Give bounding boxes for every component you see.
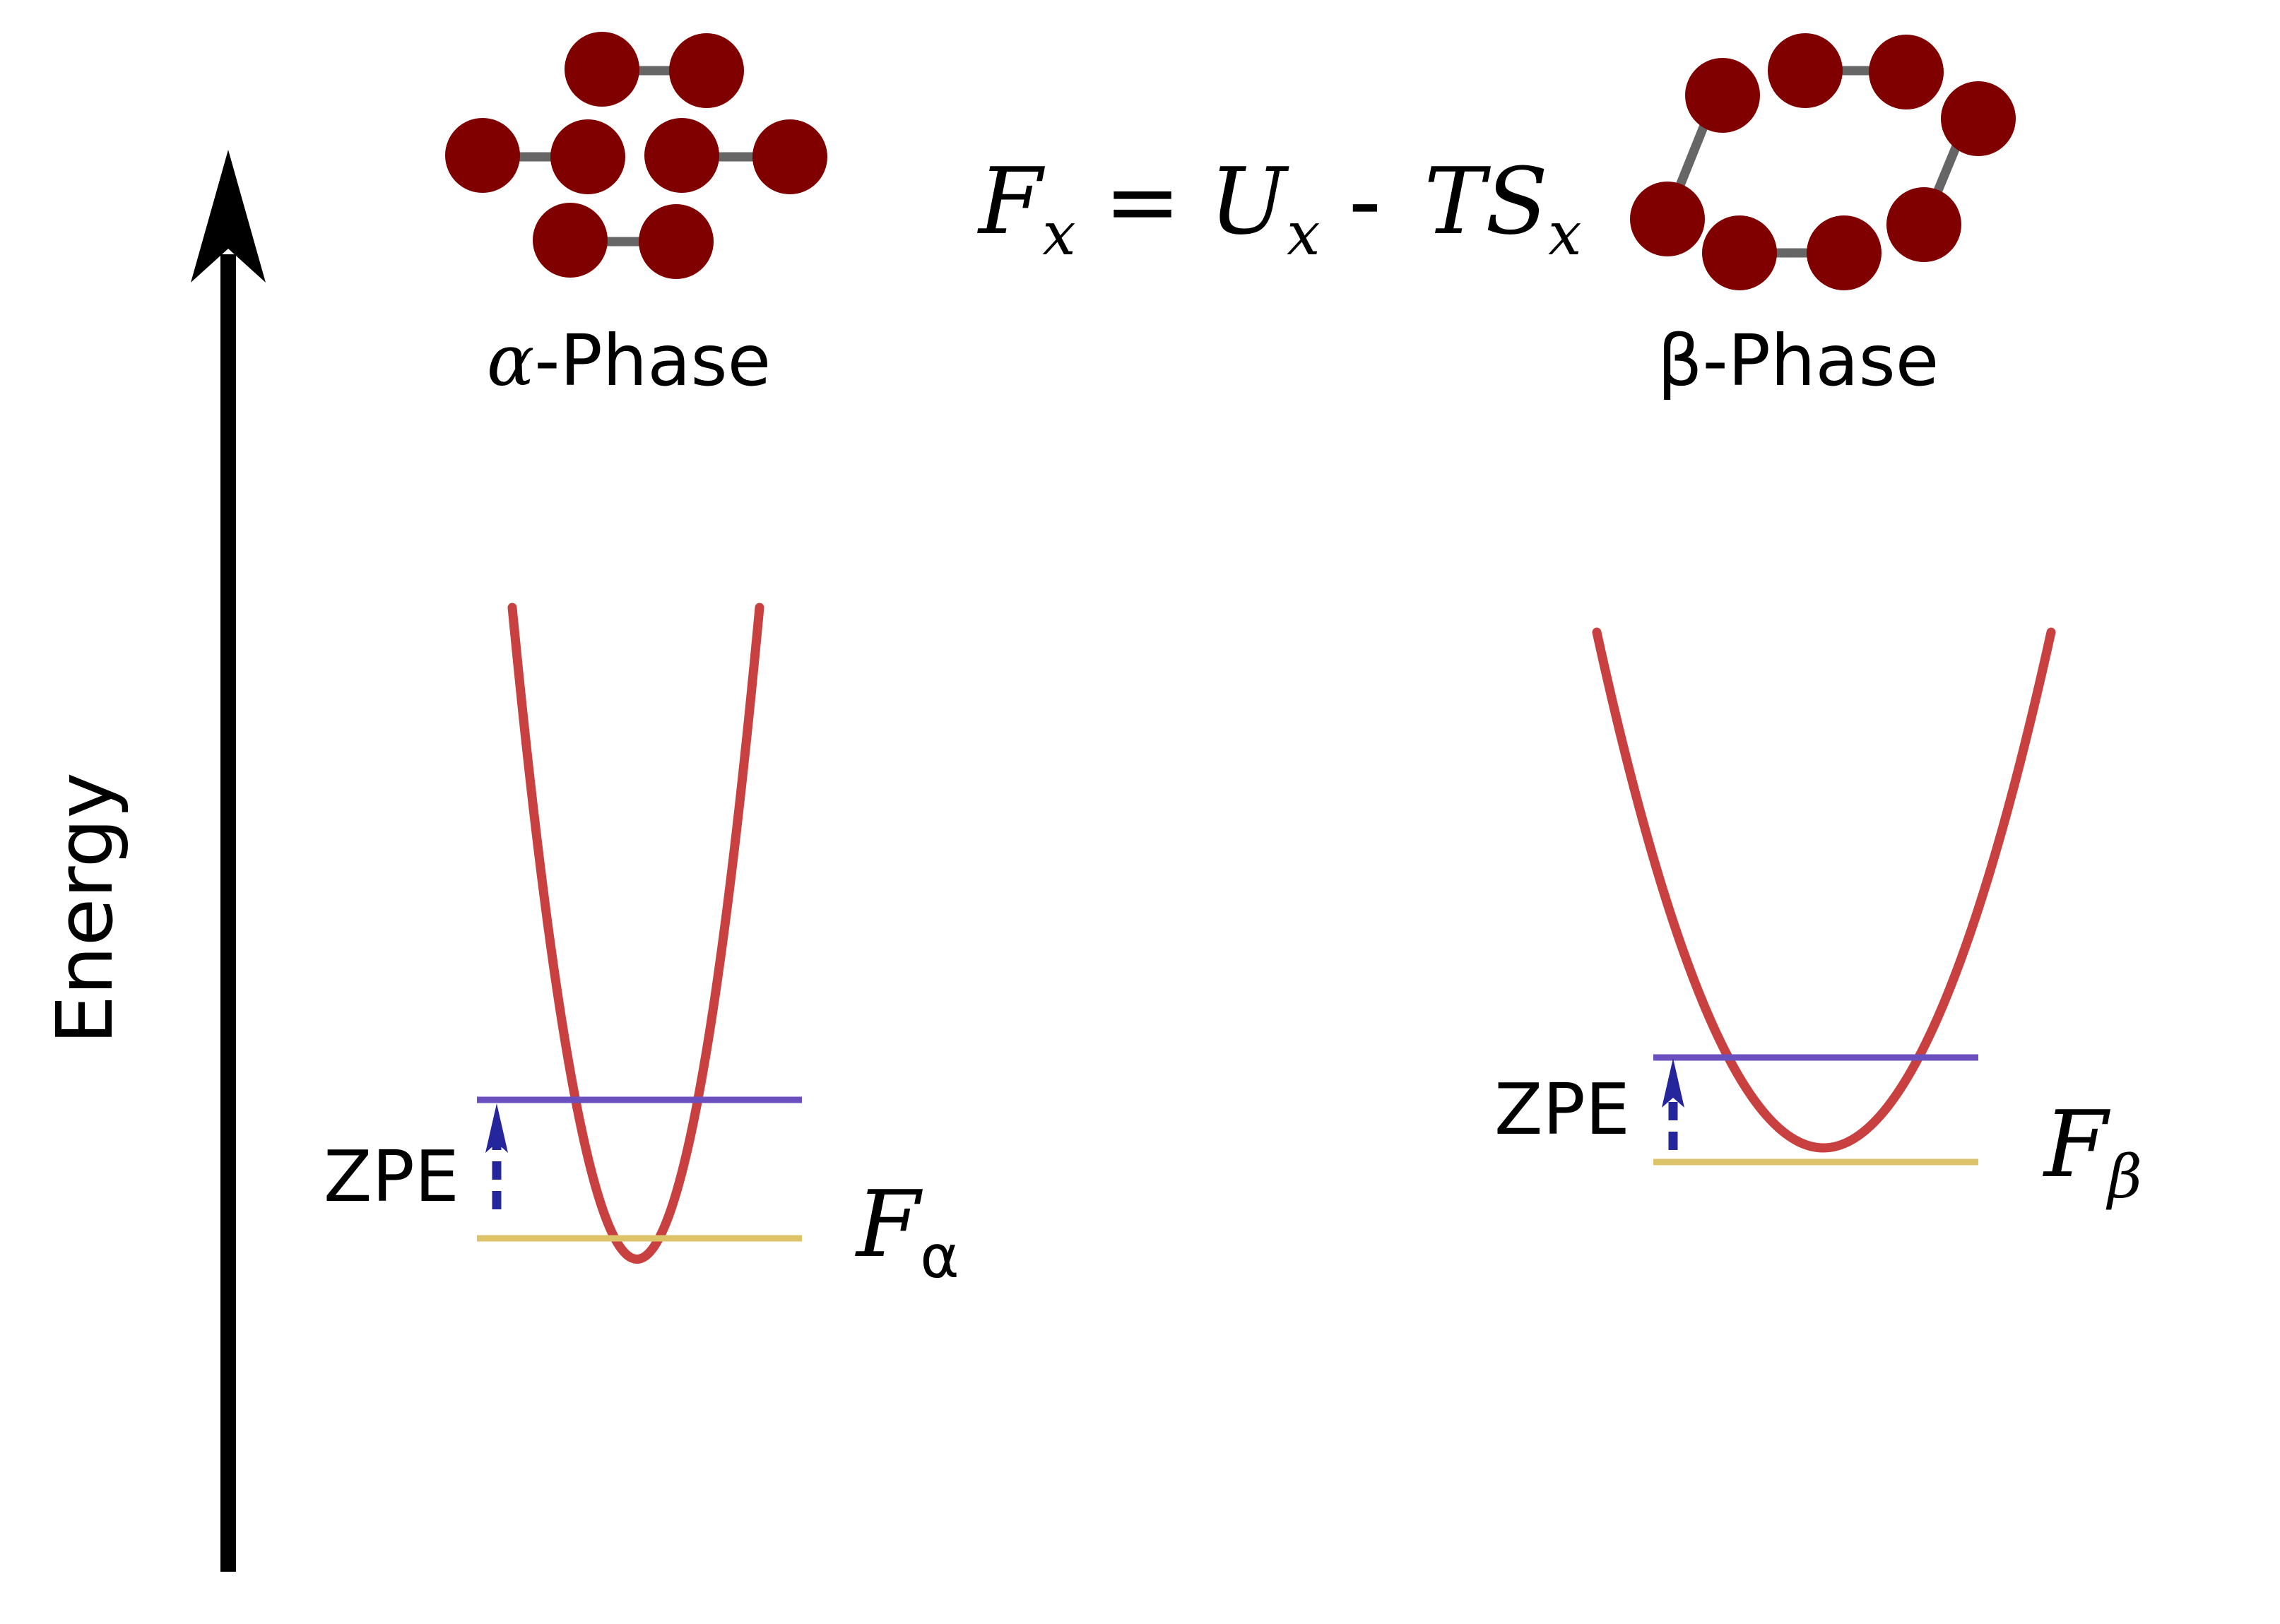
alpha-zpe-label: ZPE [324,1135,459,1218]
beta-atom [1941,81,2016,156]
beta-atom [1702,215,1777,290]
alpha-zpe-arrowhead [485,1103,508,1153]
beta-potential-curve [1592,627,2056,1153]
equation-u: U [1210,148,1290,255]
alpha-molecule [483,66,790,247]
alpha-atom [533,203,608,278]
beta-atom [1807,215,1882,290]
beta-zpe-arrowhead [1662,1058,1684,1108]
energy-axis-arrowhead [191,150,266,283]
alpha-atom [644,118,719,193]
alpha-atoms [445,32,827,279]
equation-sub-x: x [1548,199,1581,268]
alpha-atom [752,119,827,194]
beta-atom [1869,35,1944,109]
beta-atom [1886,187,1961,262]
energy-axis-label: Energy [40,772,130,1044]
alpha-atom [445,118,520,193]
alpha-atom [639,204,714,279]
alpha-atom [669,33,744,108]
equation-equals: = [1104,148,1181,255]
equation-ts: TS [1424,148,1548,255]
beta-atom [1768,33,1843,108]
beta-zpe-label: ZPE [1494,1068,1630,1151]
equation-minus: - [1348,148,1381,255]
beta-atoms [1630,33,2016,290]
beta-atom [1630,182,1705,256]
beta-phase-label: β-Phase [1658,319,1939,402]
equation-sub-x: x [1287,199,1320,268]
equation-f: F [977,148,1046,255]
equation-sub-x: x [1042,199,1075,268]
beta-atom [1685,58,1760,133]
alpha-atom [550,119,625,194]
alpha-free-energy-label: Fα [855,1170,959,1291]
free-energy-equation: Fx=Ux-TSx [977,148,1582,268]
alpha-phase-label: α-Phase [487,319,771,402]
beta-free-energy-label: Fβ [2043,1091,2142,1211]
alpha-atom [565,32,639,107]
alpha-potential-curve [507,603,764,1264]
